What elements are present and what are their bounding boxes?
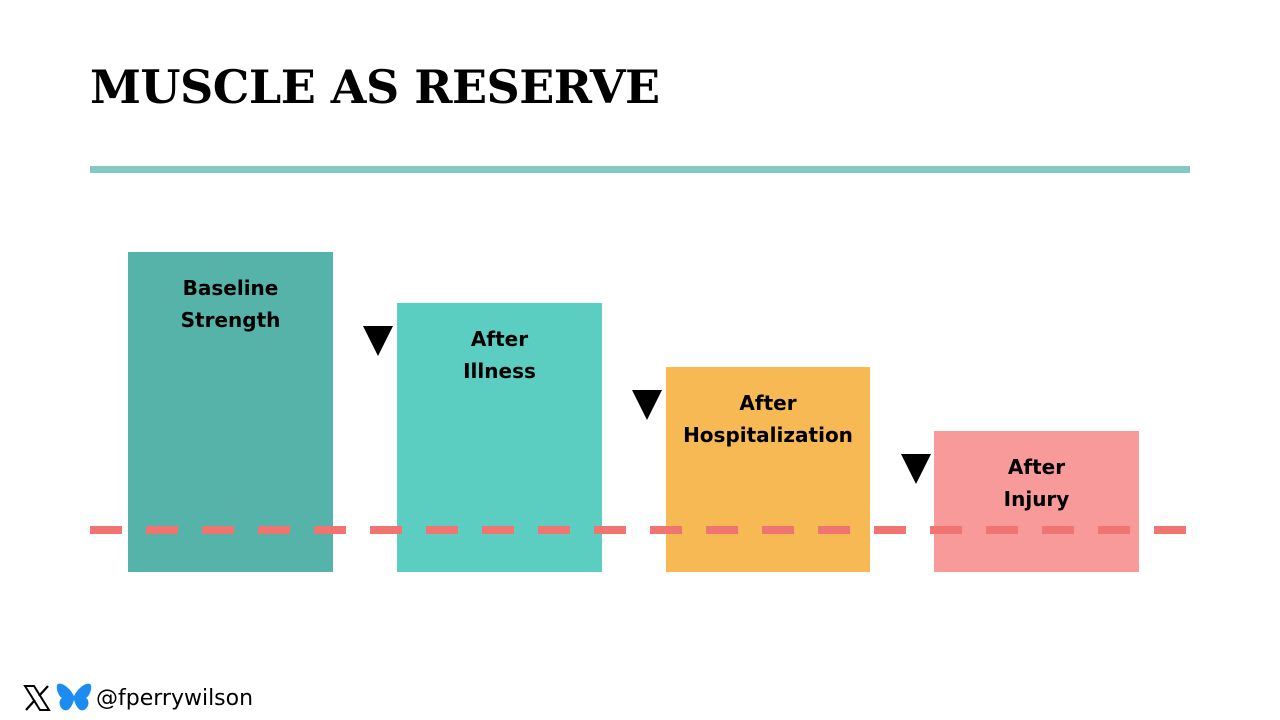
down-triangle-icon bbox=[901, 454, 931, 484]
title-divider bbox=[90, 166, 1190, 173]
threshold-dashed-line bbox=[90, 526, 1190, 534]
social-handle: @fperrywilson bbox=[96, 685, 254, 711]
footer-social: @fperrywilson bbox=[22, 682, 253, 714]
down-triangle-icon bbox=[632, 390, 662, 420]
down-triangle-icon bbox=[363, 326, 393, 356]
slide-title: MUSCLE AS RESERVE bbox=[90, 60, 660, 114]
bluesky-butterfly-icon bbox=[56, 683, 92, 711]
x-logo-icon bbox=[23, 685, 51, 711]
